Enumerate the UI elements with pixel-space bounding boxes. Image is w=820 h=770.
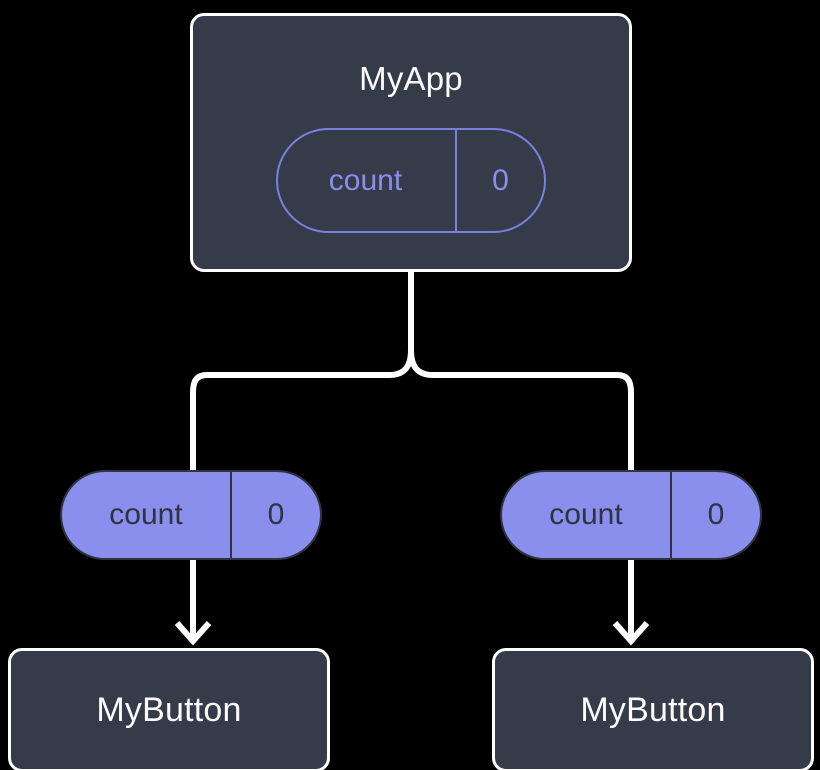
- state-pill-value: 0: [707, 498, 725, 531]
- state-pill-key: count: [502, 472, 672, 558]
- state-pill-right-count[interactable]: count 0: [500, 470, 762, 560]
- node-mybutton-left[interactable]: MyButton: [8, 648, 330, 770]
- state-pill-myapp-count[interactable]: count 0: [276, 128, 546, 233]
- parent-to-children-fork: [190, 272, 414, 470]
- prop-arrow-right: [612, 560, 650, 646]
- prop-arrow-left: [174, 560, 212, 646]
- state-pill-key: count: [278, 130, 457, 231]
- node-myapp-label: MyApp: [359, 60, 463, 97]
- state-pill-value: 0: [267, 498, 285, 531]
- node-mybutton-right[interactable]: MyButton: [492, 648, 814, 770]
- parent-to-children-fork-right: [408, 349, 634, 470]
- state-pill-key: count: [62, 472, 232, 558]
- node-mybutton-left-label: MyButton: [96, 691, 242, 729]
- state-pill-value: 0: [492, 163, 509, 197]
- state-pill-left-count[interactable]: count 0: [60, 470, 322, 560]
- node-mybutton-right-label: MyButton: [580, 691, 726, 729]
